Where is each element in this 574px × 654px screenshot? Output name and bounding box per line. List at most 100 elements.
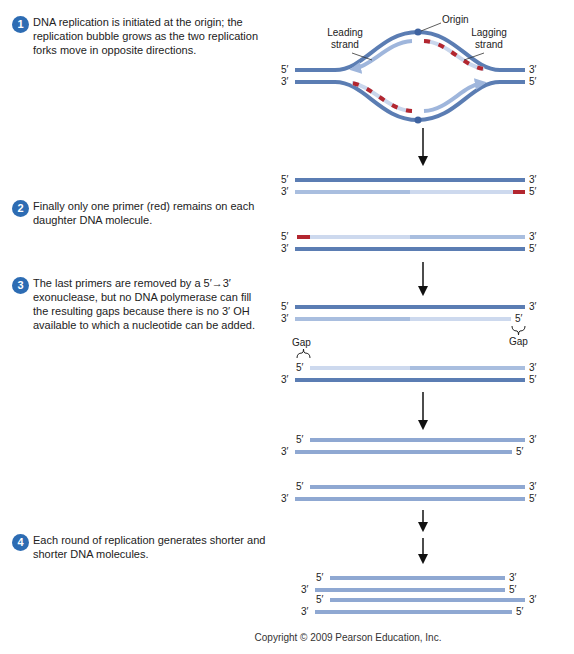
circle-fill <box>12 534 29 551</box>
strand-end-label: 3′ <box>281 493 288 505</box>
gap-brace <box>512 326 525 335</box>
step-description: The last primers are removed by a 5′→3′ … <box>33 276 268 332</box>
step-number-circle: 3 <box>12 277 29 294</box>
strand-end-label: 5′ <box>529 186 536 198</box>
step-description: Finally only one primer (red) remains on… <box>33 199 268 227</box>
new-strand <box>310 235 410 239</box>
strand-end-label: 3′ <box>281 76 288 88</box>
strand-end-label: 3′ <box>529 231 536 243</box>
dna-strand <box>310 438 525 442</box>
origin-dot <box>415 29 422 36</box>
dna-strand <box>295 497 525 501</box>
callout-number: 2 <box>12 200 29 217</box>
strand-end-label: 5′ <box>529 374 536 386</box>
strand-end-label: 3′ <box>301 606 308 618</box>
strand-end-label: 5′ <box>281 301 288 313</box>
strand-end-label: 3′ <box>509 572 516 584</box>
strand-end-label: 3′ <box>281 313 288 325</box>
leader-line <box>464 53 484 60</box>
parental-strand <box>295 247 525 251</box>
strand-end-label: 5′ <box>316 594 323 606</box>
strand-end-label: 3′ <box>529 64 536 76</box>
new-strand <box>295 317 410 321</box>
stage-arrow <box>422 262 424 294</box>
copyright-note: Copyright © 2009 Pearson Education, Inc. <box>198 632 498 644</box>
leader-line <box>352 53 372 60</box>
circle-fill <box>12 16 29 33</box>
new-strand <box>410 235 525 239</box>
lagging-strand <box>352 83 412 111</box>
strand-label: Leading strand <box>318 27 372 51</box>
leader-line <box>421 23 441 31</box>
callout-number: 3 <box>12 277 29 294</box>
strand-end-label: 5′ <box>296 434 303 446</box>
dna-strand <box>310 485 525 489</box>
strand-end-label: 5′ <box>529 243 536 255</box>
dna-strand <box>315 588 505 592</box>
strand-end-label: 5′ <box>515 313 522 325</box>
leading-strand <box>424 83 482 111</box>
callout-number: 1 <box>12 16 29 33</box>
stage-arrow <box>422 128 424 164</box>
lagging-strand <box>424 41 484 69</box>
step-number-circle: 4 <box>12 534 29 551</box>
rna-primer <box>297 235 310 239</box>
stage-arrow <box>422 510 424 530</box>
strand-end-label: 5′ <box>516 446 523 458</box>
origin-dot <box>415 117 422 124</box>
new-strand <box>295 190 410 194</box>
step-number-circle: 1 <box>12 16 29 33</box>
strand-end-label: 5′ <box>296 481 303 493</box>
parental-strand <box>295 305 525 309</box>
parental-strand <box>295 178 525 182</box>
strand-end-label: 5′ <box>529 493 536 505</box>
new-strand <box>410 190 513 194</box>
strand-end-label: 5′ <box>529 76 536 88</box>
gap-label: Gap <box>509 336 528 348</box>
new-strand <box>410 317 511 321</box>
new-strand <box>310 366 410 370</box>
leading-strand <box>354 41 412 69</box>
strand-end-label: 3′ <box>529 174 536 186</box>
dna-strand <box>315 610 512 614</box>
step-description: DNA replication is initiated at the orig… <box>33 15 268 57</box>
strand-end-label: 3′ <box>281 243 288 255</box>
step-description: Each round of replication generates shor… <box>33 533 268 561</box>
parental-strand <box>295 378 525 382</box>
strand-end-label: 5′ <box>281 64 288 76</box>
strand-end-label: 3′ <box>301 584 308 596</box>
dna-strand <box>330 598 525 602</box>
step-number-circle: 2 <box>12 200 29 217</box>
strand-end-label: 5′ <box>281 174 288 186</box>
gap-brace <box>297 349 310 358</box>
rna-primer <box>352 83 412 111</box>
strand-label: Lagging strand <box>462 27 516 51</box>
strand-end-label: 5′ <box>516 606 523 618</box>
stage-arrow <box>422 538 424 562</box>
strand-end-label: 3′ <box>281 446 288 458</box>
strand-end-label: 3′ <box>529 481 536 493</box>
strand-end-label: 3′ <box>529 301 536 313</box>
strand-end-label: 5′ <box>281 231 288 243</box>
strand-end-label: 5′ <box>316 572 323 584</box>
strand-end-label: 3′ <box>529 362 536 374</box>
strand-end-label: 5′ <box>509 584 516 596</box>
strand-end-label: 5′ <box>296 362 303 374</box>
origin-label: Origin <box>442 14 469 26</box>
dna-strand <box>330 576 505 580</box>
strand-end-label: 3′ <box>281 374 288 386</box>
rna-primer <box>424 41 484 69</box>
circle-fill <box>12 277 29 294</box>
callout-number: 4 <box>12 534 29 551</box>
dna-strand <box>295 450 512 454</box>
strand-end-label: 3′ <box>281 186 288 198</box>
parental-strand <box>295 82 525 120</box>
strand-end-label: 3′ <box>529 594 536 606</box>
new-strand <box>410 366 525 370</box>
circle-fill <box>12 200 29 217</box>
gap-label: Gap <box>292 337 311 349</box>
stage-arrow <box>422 392 424 428</box>
rna-primer <box>513 190 525 194</box>
strand-end-label: 3′ <box>529 434 536 446</box>
